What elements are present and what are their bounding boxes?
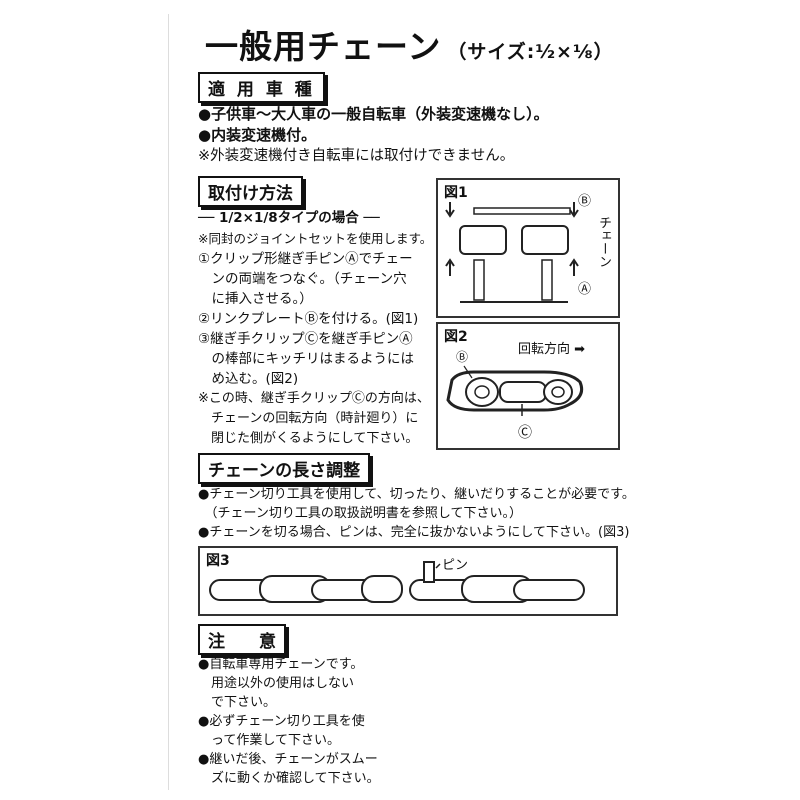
pin-hole-right (551, 386, 565, 398)
install-line-6: ③継ぎ手クリップⒸを継ぎ手ピンⒶ (198, 331, 413, 347)
pin-leader (435, 563, 441, 569)
title-main: 一般用チェーン (205, 27, 442, 66)
figure-1-drawing (445, 202, 579, 303)
figure-1-label-b: Ⓑ (578, 194, 592, 209)
pin-hole-left (474, 385, 490, 399)
length-line-2: （チェーン切り工具の取扱説明書を参照して下さい。） (198, 506, 522, 521)
section-heading-length: チェーンの長さ調整 (198, 453, 371, 484)
arrow-down-icon (569, 202, 579, 218)
figure-3-label: 図3 (206, 553, 230, 569)
caution-line-1: ●自転車専用チェーンです。 (198, 657, 364, 672)
leader-b (463, 365, 473, 379)
install-subheading: ── 1/2×1/8タイプの場合 ── (198, 210, 380, 226)
install-line-8: め込む。(図2) (198, 371, 299, 387)
figure-3-drawing (209, 561, 585, 603)
install-line-5: ②リンクプレートⒷを付ける。(図1) (198, 311, 419, 327)
arrow-down-icon (445, 202, 455, 218)
caution-line-6: ●継いだ後、チェーンがスムー (198, 752, 378, 767)
arrow-up-icon (445, 258, 455, 276)
figure-2-drawing (446, 365, 584, 416)
install-line-11: 閉じた側がくるようにして下さい。 (198, 431, 419, 446)
caution-line-3: で下さい。 (198, 695, 277, 710)
figure-3-pin-label: ピン (442, 558, 469, 573)
figure-2-label: 図2 (444, 329, 468, 345)
chain-link-right (521, 225, 569, 255)
pin-a-right (541, 259, 553, 301)
install-line-4: に挿入させる。） (198, 291, 313, 307)
figure-2-rotation-label: 回転方向 ➡ (518, 342, 586, 357)
section-heading-install: 取付け方法 (198, 176, 303, 207)
length-line-1: ●チェーン切り工具を使用して、切ったり、継いだりすることが必要です。 (198, 487, 635, 502)
page-title: 一般用チェーン（サイズ:½×⅛） (205, 20, 614, 68)
figure-1-label: 図1 (444, 185, 468, 201)
applicable-line-3: ※外装変速機付き自転車には取付けできません。 (198, 148, 515, 164)
applicable-line-2: ●内装変速機付。 (198, 126, 317, 144)
figure-1: 図1 Ⓑ Ⓐ チェーン (436, 178, 620, 318)
pushed-pin (423, 561, 435, 583)
caution-line-7: ズに動くか確認して下さい。 (198, 771, 380, 786)
figure-1-chain-label: チェーン (596, 216, 611, 268)
caution-line-4: ●必ずチェーン切り工具を使 (198, 714, 365, 729)
install-line-3: ンの両端をつなぐ。（チェーン穴 (198, 271, 407, 287)
install-line-2: ①クリップ形継ぎ手ピンⒶでチェー (198, 251, 413, 267)
clip-outer (446, 370, 584, 412)
section-heading-caution: 注 意 (198, 624, 286, 655)
chain-segment (513, 579, 585, 601)
install-line-1: ※同封のジョイントセットを使用します。 (198, 231, 433, 246)
install-line-7: の棒部にキッチリはまるようには (198, 351, 414, 367)
section-heading-applicable: 適 用 車 種 (198, 72, 325, 103)
pin-a-left (473, 259, 485, 301)
caution-line-2: 用途以外の使用はしない (198, 676, 355, 691)
chain-link-left (459, 225, 507, 255)
figure-2-label-b: Ⓑ (456, 350, 469, 364)
figure-2-label-c: Ⓒ (518, 425, 532, 441)
length-line-3: ●チェーンを切る場合、ピンは、完全に抜かないようにして下さい。(図3) (198, 525, 630, 540)
figure-3: 図3 ピン (198, 546, 618, 616)
install-line-9: ※この時、継ぎ手クリップⒸの方向は、 (198, 391, 430, 406)
arrow-up-icon (569, 258, 579, 276)
title-size: （サイズ:½×⅛） (447, 41, 614, 63)
caution-line-5: って作業して下さい。 (198, 733, 340, 748)
clip-c (499, 381, 547, 403)
chain-segment (361, 575, 403, 603)
applicable-line-1: ●子供車〜大人車の一般自転車（外装変速機なし）。 (198, 105, 549, 123)
link-plate-b (473, 207, 571, 215)
figure-2: 図2 回転方向 ➡ Ⓑ Ⓒ (436, 322, 620, 450)
install-line-10: チェーンの回転方向（時計廻り）に (198, 411, 419, 426)
figure-1-label-a: Ⓐ (578, 282, 592, 297)
